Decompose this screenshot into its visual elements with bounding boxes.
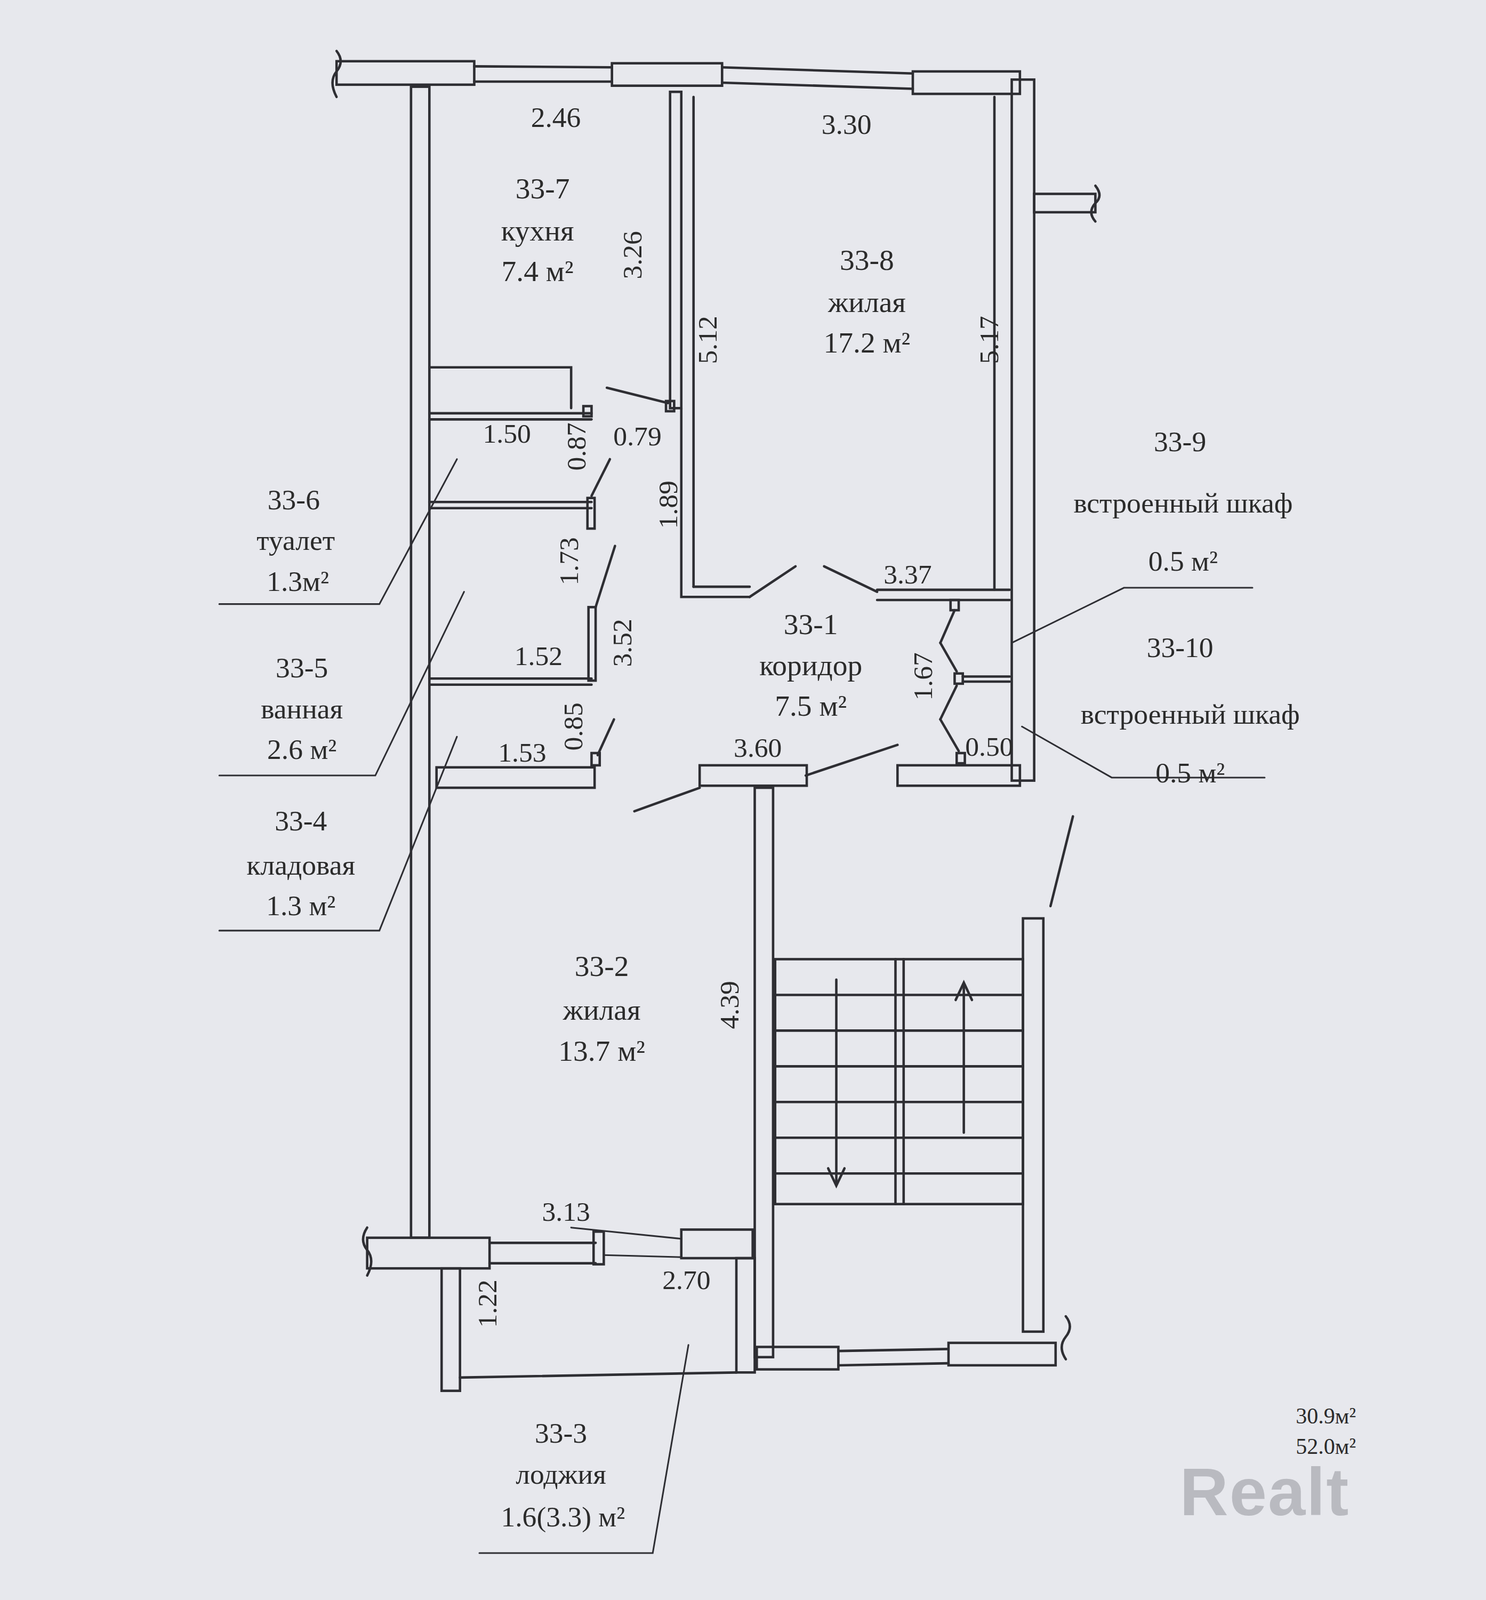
- room-label: 3.37: [883, 559, 932, 590]
- room-label: 2.70: [662, 1264, 711, 1296]
- room-label: встроенный шкаф: [1072, 698, 1308, 730]
- room-label: 1.50: [483, 418, 532, 449]
- room-label: 13.7 м²: [558, 1034, 646, 1067]
- room-label: 33-10: [1146, 631, 1214, 664]
- room-label: 2.6 м²: [267, 733, 337, 766]
- room-label: 33-7: [515, 172, 570, 205]
- room-label: коридор: [759, 648, 863, 682]
- room-label: 0.5 м²: [1155, 757, 1225, 789]
- room-label: 33-8: [839, 243, 895, 277]
- room-label: 33-3: [534, 1417, 588, 1449]
- room-label: 0.50: [965, 731, 1014, 762]
- dimension-label: 1.67: [908, 652, 939, 701]
- room-label: жилая: [563, 993, 641, 1026]
- room-label: 0.79: [613, 421, 662, 452]
- dimension-label: 4.39: [713, 980, 745, 1029]
- room-label: 1.53: [497, 737, 546, 768]
- room-label: ванная: [260, 693, 343, 725]
- room-label: жилая: [828, 285, 906, 319]
- room-label: встроенный шкаф: [1065, 487, 1301, 519]
- dimension-label: 3.52: [606, 618, 638, 667]
- room-label: 2.46: [531, 101, 582, 134]
- room-label: 7.4 м²: [501, 254, 574, 288]
- room-label: 30.9м²: [1295, 1403, 1356, 1428]
- room-label: туалет: [256, 524, 335, 557]
- dimension-label: 1.89: [653, 480, 684, 529]
- dimension-label: 5.17: [974, 315, 1005, 364]
- room-label: 1.3 м²: [266, 889, 336, 922]
- watermark: Realt: [1179, 1455, 1351, 1530]
- room-label: 1.3м²: [266, 565, 329, 598]
- room-label: 17.2 м²: [823, 326, 911, 359]
- room-label: 33-1: [783, 607, 839, 641]
- room-label: 3.60: [733, 732, 782, 763]
- room-label: 3.13: [541, 1196, 590, 1227]
- room-label: 1.6(3.3) м²: [500, 1500, 625, 1533]
- dimension-label: 5.12: [692, 315, 724, 364]
- dimension-label: 1.22: [472, 1279, 503, 1328]
- room-label: 33-4: [274, 805, 327, 837]
- room-label: 33-6: [267, 484, 320, 516]
- room-label: кладовая: [246, 849, 356, 881]
- dimension-label: 0.85: [558, 702, 589, 751]
- room-label: 33-5: [275, 652, 328, 684]
- room-label: лоджия: [515, 1458, 606, 1490]
- room-label: 3.30: [821, 108, 872, 141]
- dimension-label: 1.73: [553, 536, 585, 585]
- room-label: 33-9: [1153, 426, 1207, 458]
- room-label: кухня: [501, 214, 575, 247]
- room-label: 0.5 м²: [1148, 545, 1218, 577]
- room-label: 7.5 м²: [774, 689, 847, 722]
- dimension-label: 0.87: [560, 422, 592, 471]
- room-label: 33-2: [574, 949, 630, 983]
- dimension-label: 3.26: [617, 230, 648, 279]
- room-label: 1.52: [514, 640, 563, 672]
